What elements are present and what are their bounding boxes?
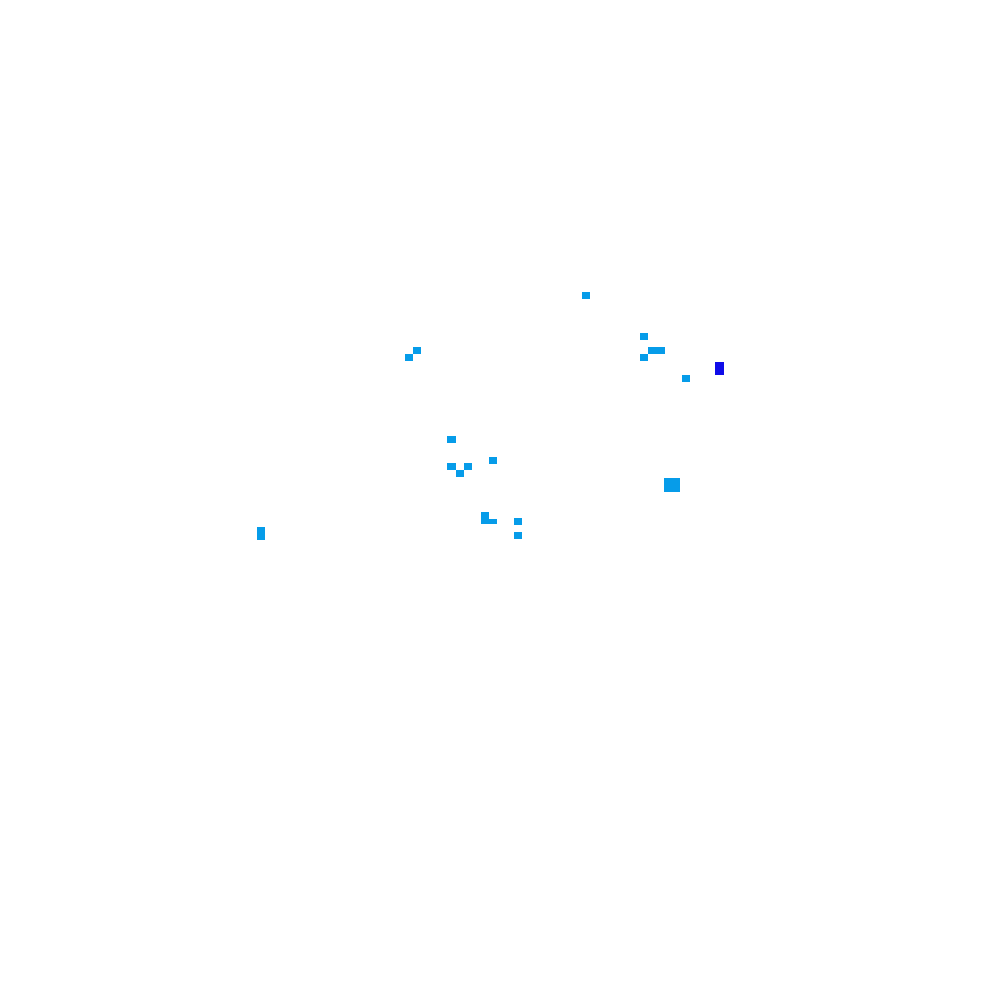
pixel-block: [664, 478, 680, 492]
pixel-speck: [514, 518, 522, 525]
pixel-speck: [447, 436, 456, 443]
pixel-speck: [640, 333, 648, 340]
pixel-speck: [648, 347, 665, 354]
pixel-highlight: [715, 362, 724, 375]
pixel-speck: [456, 470, 464, 477]
pixel-speck: [447, 463, 456, 470]
pixel-speck: [464, 463, 472, 470]
pixel-speck: [514, 532, 522, 539]
pixel-speck: [640, 354, 648, 361]
pixel-speck: [413, 347, 421, 354]
pixel-speck: [481, 519, 497, 524]
pixel-speck: [682, 375, 690, 382]
pixel-speck: [481, 512, 489, 519]
pixel-speck: [582, 292, 590, 299]
pixel-speck: [257, 527, 265, 540]
pixel-speck: [405, 354, 413, 361]
pixel-speck: [489, 457, 497, 464]
